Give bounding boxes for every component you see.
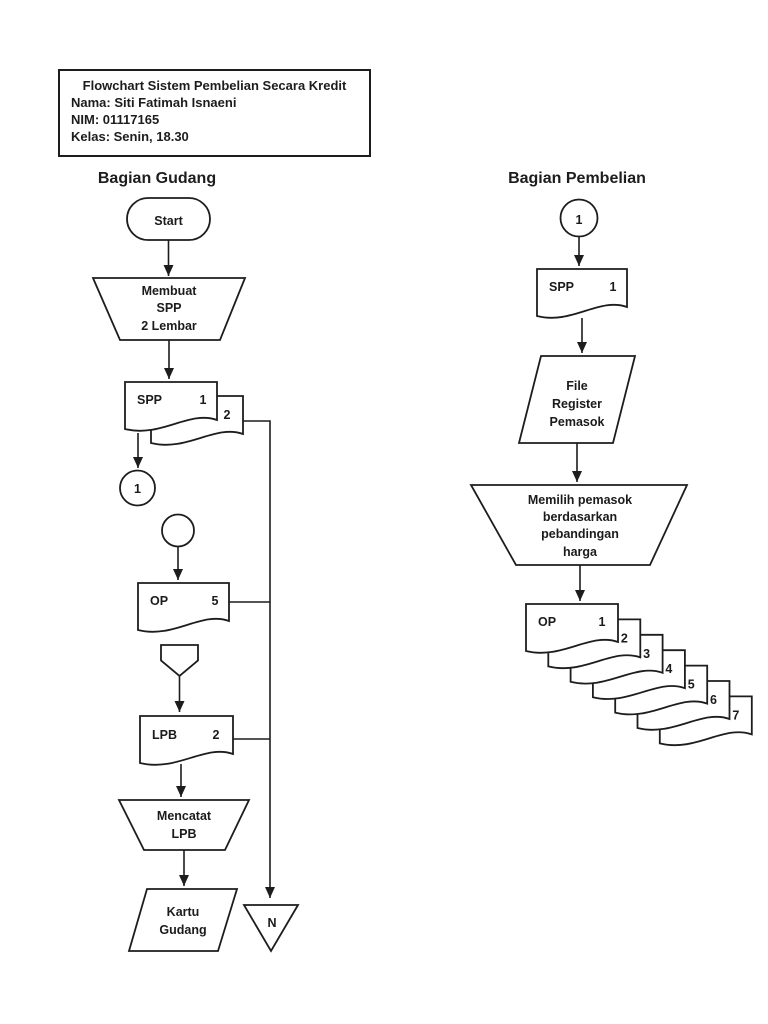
op-stack-doc-1 — [525, 603, 619, 654]
op-stack-number-6: 6 — [710, 693, 717, 707]
membuat-spp-line3: 2 Lembar — [141, 319, 197, 333]
membuat-spp-line1: Membuat — [142, 284, 198, 298]
file-register-line1: File — [566, 379, 588, 393]
lpb-doc-label: LPB — [152, 728, 177, 742]
op-doc-label: OP — [150, 594, 168, 608]
kartu-gudang-parallelogram — [127, 888, 239, 952]
lpb-copy-number: 2 — [213, 728, 220, 742]
spp-doc-label-r: SPP — [549, 280, 574, 294]
membuat-spp-line2: SPP — [156, 301, 181, 315]
lpb-document — [139, 715, 234, 766]
archive-n-triangle — [242, 904, 300, 953]
file-register-line3: Pemasok — [550, 415, 605, 429]
class-info: Kelas: Senin, 18.30 — [71, 129, 189, 144]
onpage-connector-1-label: 1 — [134, 482, 141, 496]
file-register-line2: Register — [552, 397, 602, 411]
op-stack-number-5: 5 — [688, 678, 695, 692]
op-document-stack: 7 6 5 4 3 2 OP 1 — [525, 603, 753, 746]
op-stack-number-4: 4 — [665, 662, 672, 676]
kartu-gudang-line1: Kartu — [167, 905, 200, 919]
op-stack-number-1: 1 — [599, 615, 606, 629]
memilih-line4: harga — [563, 545, 598, 559]
spp-copy2-number: 2 — [224, 408, 231, 422]
op-stack-label: OP — [538, 615, 556, 629]
memilih-pemasok-trapezoid — [469, 484, 689, 566]
mencatat-lpb-trapezoid — [117, 799, 251, 851]
connector-spp2-to-archive — [243, 420, 275, 898]
mencatat-lpb-line1: Mencatat — [157, 809, 212, 823]
author-nim: NIM: 01117165 — [71, 112, 160, 127]
kartu-gudang-line2: Gudang — [159, 923, 206, 937]
spp-doc-label: SPP — [137, 393, 162, 407]
onpage-connector-1 — [119, 469, 156, 507]
start-label: Start — [154, 214, 183, 228]
memilih-line1: Memilih pemasok — [528, 493, 632, 507]
op-stack-number-2: 2 — [621, 631, 628, 645]
spp-copy-number-r: 1 — [610, 280, 617, 294]
offpage-connector — [160, 644, 199, 678]
document-title: Flowchart Sistem Pembelian Secara Kredit — [82, 78, 347, 93]
column-header-pembelian: Bagian Pembelian — [508, 170, 646, 187]
title-box: Flowchart Sistem Pembelian Secara Kredit… — [58, 69, 371, 157]
mencatat-lpb-line2: LPB — [172, 827, 197, 841]
onpage-connector-empty — [161, 513, 195, 548]
op-document — [137, 582, 230, 633]
pembelian-connector-1-label: 1 — [576, 213, 583, 227]
column-header-gudang: Bagian Gudang — [97, 170, 217, 187]
archive-n-label: N — [267, 916, 276, 930]
memilih-line2: berdasarkan — [543, 510, 617, 524]
author-name: Nama: Siti Fatimah Isnaeni — [71, 95, 237, 110]
op-stack-number-7: 7 — [732, 708, 739, 722]
membuat-spp-trapezoid — [91, 277, 247, 341]
op-stack-number-3: 3 — [643, 647, 650, 661]
spp-copy1-number: 1 — [200, 393, 207, 407]
spp-document-copy1 — [124, 381, 218, 432]
file-register-parallelogram — [517, 355, 637, 444]
op-copy-number: 5 — [212, 594, 219, 608]
spp-document-pembelian — [536, 268, 628, 319]
memilih-line3: pebandingan — [541, 527, 619, 541]
